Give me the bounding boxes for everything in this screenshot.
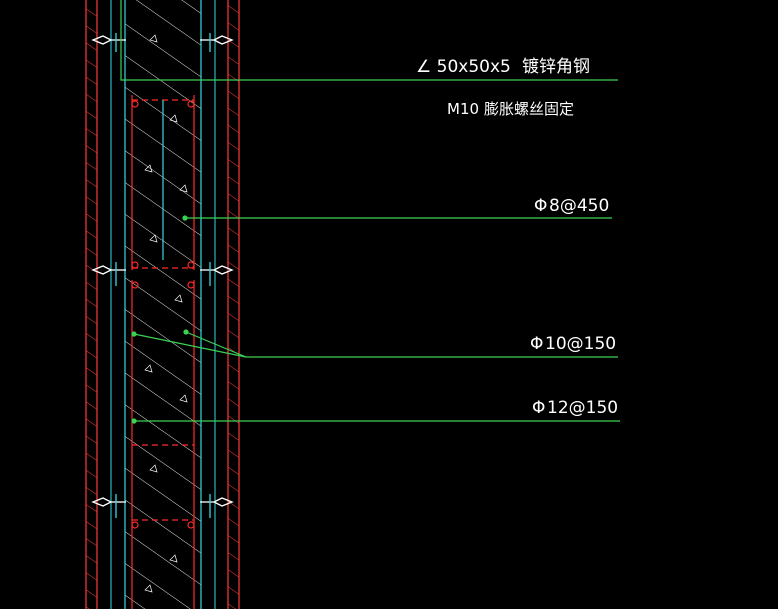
anchor-bracket-bottom xyxy=(91,494,234,518)
bolt-note: 膨胀螺丝固定 xyxy=(484,100,574,118)
annotation-rebar-1: Φ 8@450 xyxy=(534,196,609,216)
annotation-bolt: M10 膨胀螺丝固定 xyxy=(447,100,574,118)
angle-steel-note: 镀锌角钢 xyxy=(522,57,590,77)
anchor-bracket-middle xyxy=(91,262,234,286)
annotation-rebar-2: Φ 10@150 xyxy=(530,334,616,354)
rebar-grade-glyph: Φ xyxy=(532,398,545,418)
left-facing-layer xyxy=(85,0,98,609)
concrete-core xyxy=(110,0,216,609)
annotation-rebar-3: Φ 12@150 xyxy=(532,398,618,418)
rebar-2-spec: 10@150 xyxy=(545,334,616,354)
rebar-3-spec: 12@150 xyxy=(547,398,618,418)
rebar-cage-upper xyxy=(131,95,195,270)
bolt-spec: M10 xyxy=(447,100,479,118)
anchor-bracket-top xyxy=(91,33,234,52)
aggregate-marks xyxy=(144,34,188,593)
leader-lines xyxy=(120,0,620,424)
rebar-grade-glyph: Φ xyxy=(530,334,543,354)
angle-steel-spec: ∠ 50x50x5 xyxy=(416,57,511,77)
rebar-1-spec: 8@450 xyxy=(549,196,609,216)
rebar-grade-glyph: Φ xyxy=(534,196,547,216)
right-facing-layer xyxy=(227,0,240,609)
annotation-angle-steel: ∠ 50x50x5 镀锌角钢 xyxy=(416,57,590,77)
